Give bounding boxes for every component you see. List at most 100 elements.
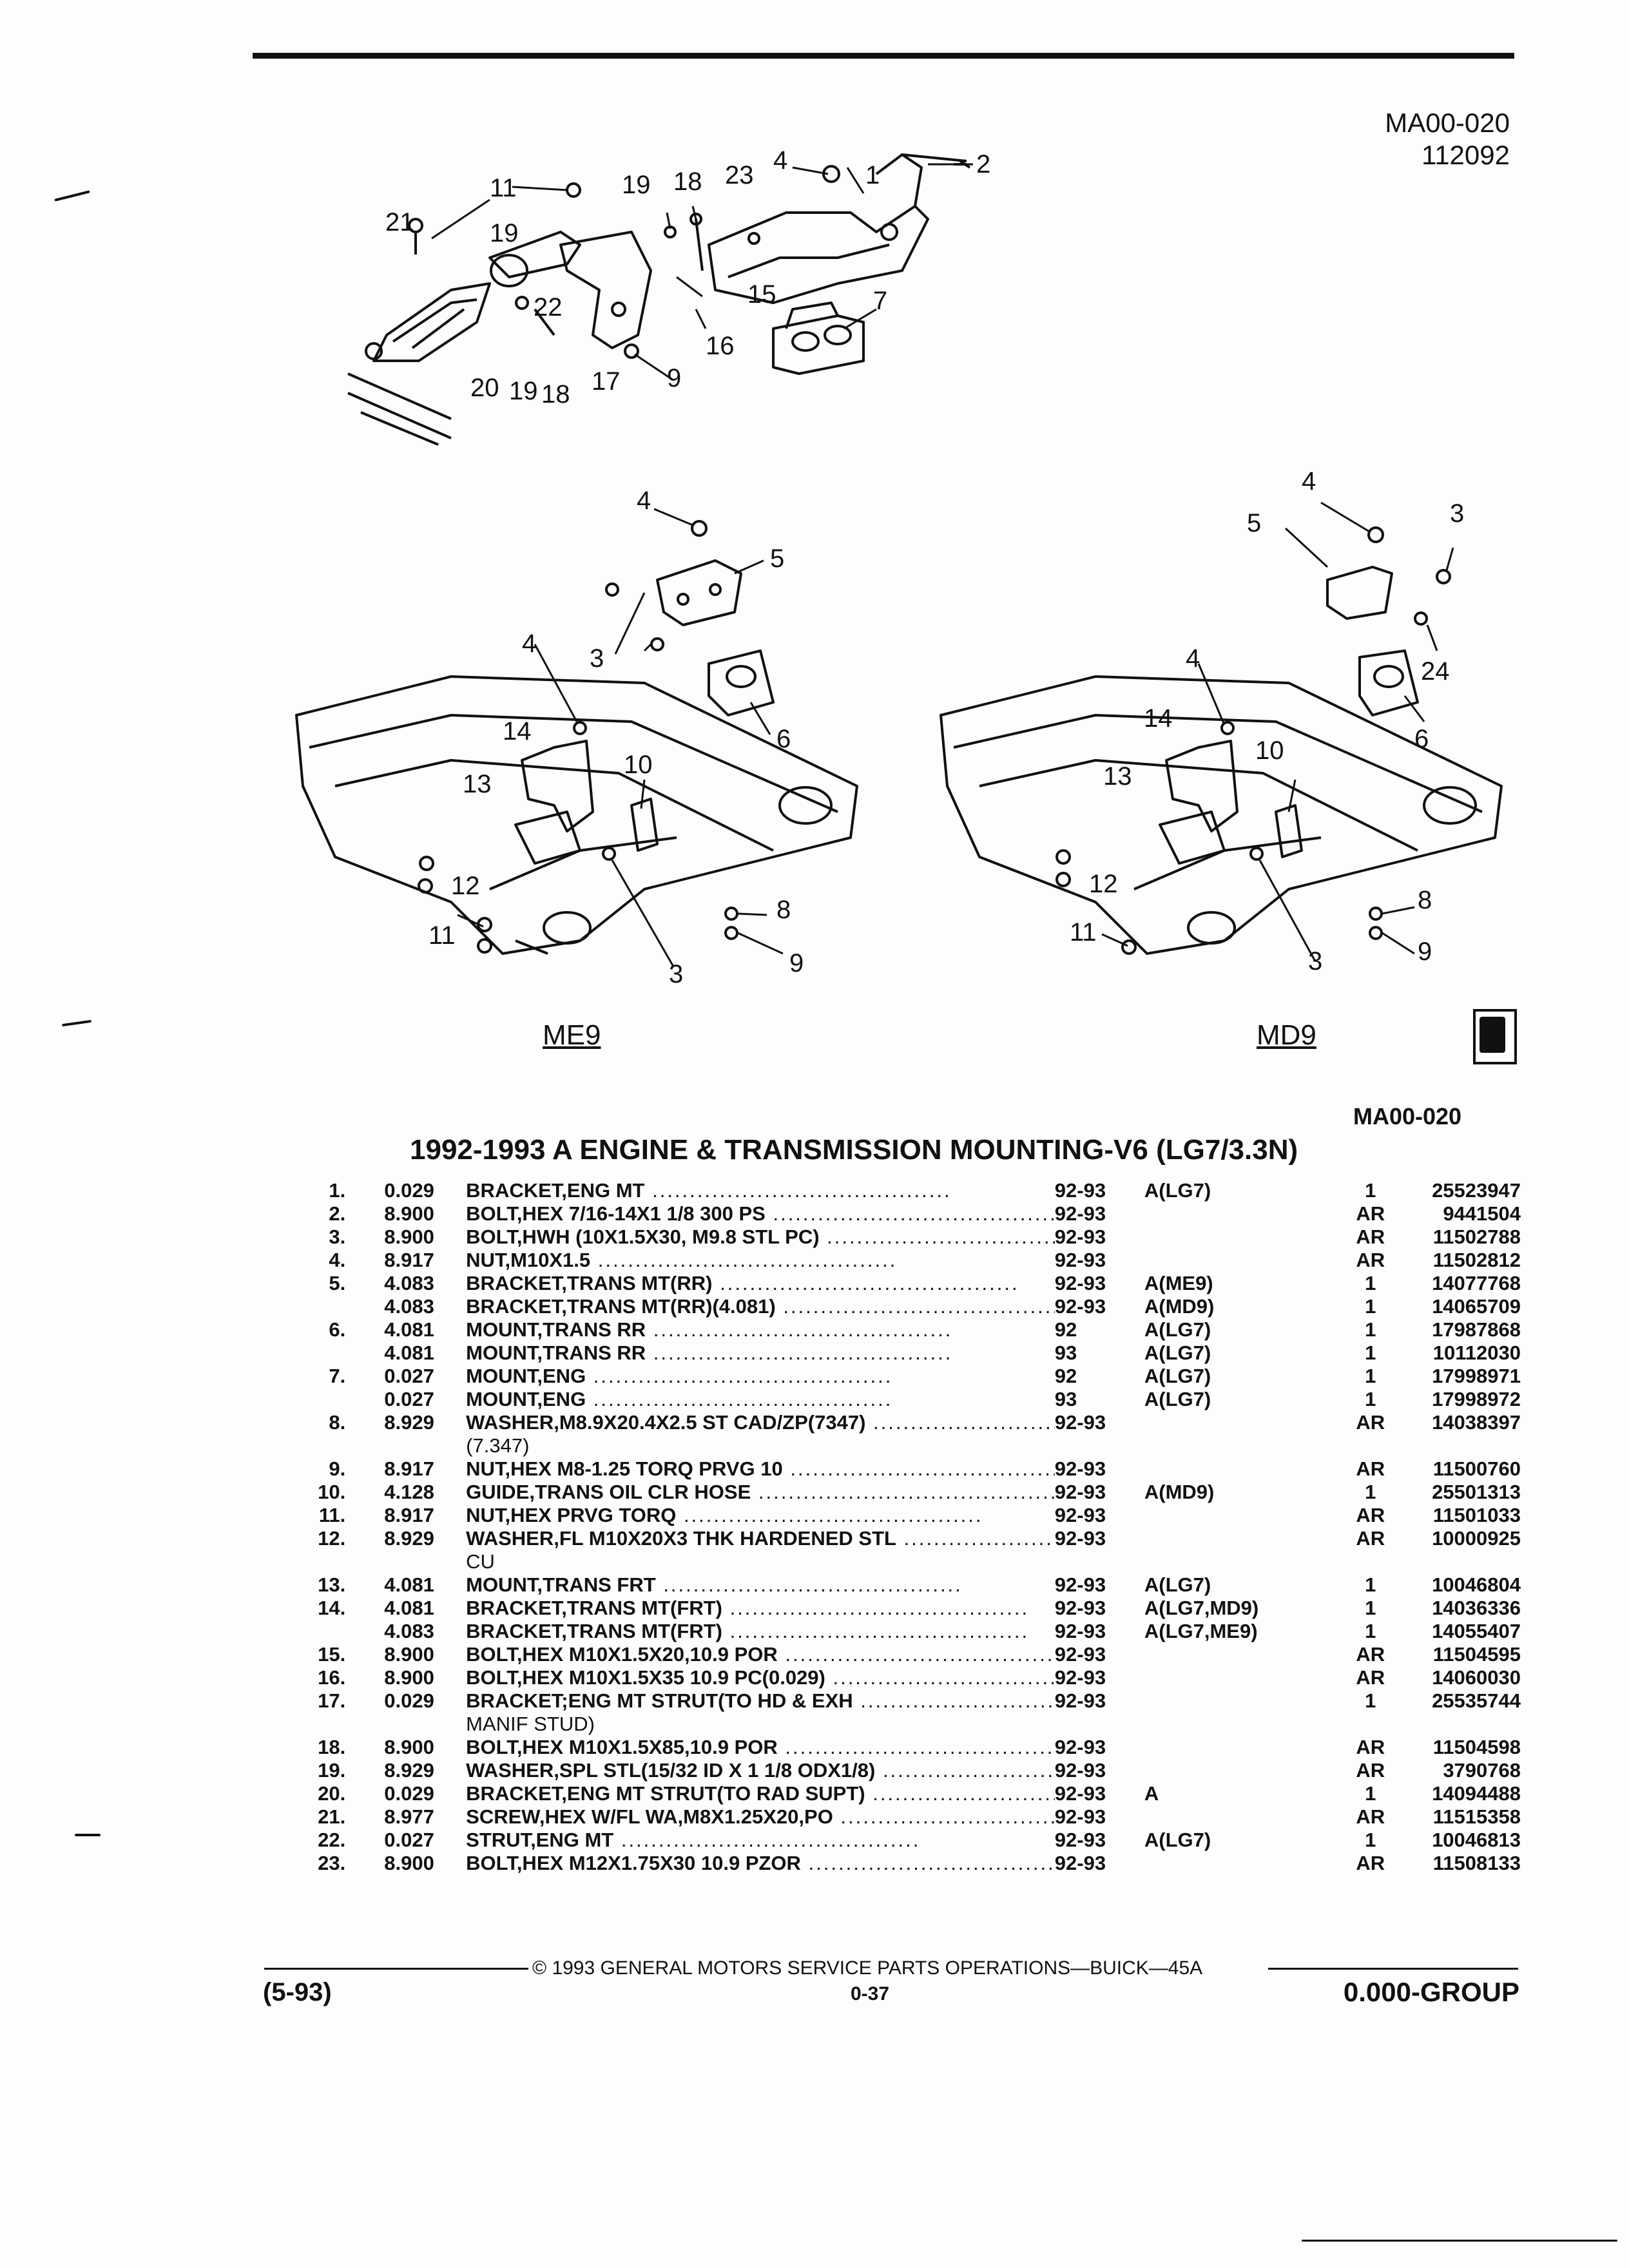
group-number: 8.900 — [384, 1202, 434, 1225]
gm-spo-logo — [1473, 1009, 1517, 1064]
part-number: 25501313 — [1432, 1481, 1521, 1503]
part-description: MOUNT,TRANS RR .........................… — [466, 1341, 1055, 1365]
group-number: 0.027 — [384, 1388, 434, 1410]
ref-number: 8. — [329, 1411, 346, 1434]
part-name: BRACKET — [466, 1782, 562, 1805]
quantity: 1 — [1365, 1318, 1376, 1341]
part-description: BRACKET,TRANS MT(FRT) ..................… — [466, 1597, 1055, 1620]
group-number: 8.929 — [384, 1527, 434, 1550]
part-name: NUT — [466, 1504, 505, 1526]
callout-3: 3 — [669, 960, 683, 988]
group-number: 0.029 — [384, 1689, 434, 1712]
leader-dots: ........................................ — [676, 1504, 983, 1526]
part-description: NUT,M10X1.5 ............................… — [466, 1249, 1055, 1272]
group-number: 4.083 — [384, 1620, 434, 1642]
part-number: 11501033 — [1432, 1504, 1521, 1526]
group-number: 8.900 — [384, 1225, 434, 1248]
part-number: 17998971 — [1432, 1365, 1521, 1387]
callout-4: 4 — [773, 146, 787, 175]
ref-number — [296, 1388, 358, 1411]
quantity: 1 — [1365, 1689, 1376, 1712]
part-description: BRACKET,ENG MT .........................… — [466, 1179, 1055, 1202]
part-spec: ,TRANS RR — [537, 1341, 646, 1364]
group-number: 8.900 — [384, 1666, 434, 1689]
ref-number: 15. — [318, 1643, 346, 1666]
ref-number — [296, 1620, 358, 1643]
part-description: BOLT,HEX M12X1.75X30 10.9 PZOR .........… — [466, 1852, 1055, 1875]
model-years: 92-93 — [1054, 1736, 1106, 1758]
margin-mark — [1302, 2240, 1617, 2242]
part-description: WASHER,SPL STL(15/32 ID X 1 1/8 ODX1/8) … — [466, 1759, 1055, 1782]
ref-number: 19. — [318, 1759, 346, 1782]
leader-dots: ........................................ — [722, 1597, 1030, 1619]
part-spec: ,TRANS MT(RR) — [561, 1272, 713, 1294]
ref-number — [296, 1341, 358, 1365]
part-name: BRACKET — [466, 1597, 562, 1619]
leader-dots: ........................................ — [790, 1457, 1054, 1480]
group-number: 4.081 — [384, 1318, 434, 1341]
group-number: 0.029 — [384, 1782, 434, 1805]
quantity: 1 — [1365, 1295, 1376, 1318]
part-spec: ,FL M10X20X3 THK HARDENED STL — [554, 1527, 896, 1550]
part-name: GUIDE — [466, 1481, 530, 1503]
leader-dots: ........................................ — [860, 1689, 1055, 1712]
part-spec: ,HEX W/FL WA,M8X1.25X20,PO — [539, 1805, 833, 1828]
leader-dots: ........................................ — [872, 1782, 1055, 1805]
quantity: AR — [1356, 1202, 1385, 1225]
group-number: 0.027 — [384, 1829, 434, 1851]
part-spec: ,HWH (10X1.5X30, M9.8 STL PC) — [516, 1225, 820, 1248]
part-number: 11502788 — [1432, 1225, 1521, 1248]
model-years: 92-93 — [1054, 1689, 1106, 1712]
quantity: 1 — [1365, 1597, 1376, 1619]
empty-cell — [296, 1713, 358, 1736]
model-years: 92-93 — [1054, 1504, 1106, 1526]
model-code: A(LG7) — [1144, 1179, 1211, 1202]
callout-5: 5 — [770, 544, 784, 573]
part-description: BRACKET,ENG MT STRUT(TO RAD SUPT) ......… — [466, 1782, 1055, 1805]
part-number: 9441504 — [1443, 1202, 1521, 1225]
part-description: BOLT,HEX M10X1.5X35 10.9 PC(0.029) .....… — [466, 1666, 1055, 1689]
part-number: 10112030 — [1432, 1341, 1521, 1364]
group-number: 4.083 — [384, 1295, 434, 1318]
part-name: MOUNT — [466, 1365, 537, 1387]
model-years: 92-93 — [1054, 1805, 1106, 1828]
model-code — [1144, 1759, 1351, 1782]
right-cradle-drawing — [940, 526, 1503, 955]
model-code — [1144, 1202, 1351, 1225]
model-code — [1144, 1736, 1351, 1759]
callout-labels: 21 11 19 19 18 23 4 1 2 22 15 7 16 9 17 … — [385, 146, 1464, 988]
model-code: A(LG7) — [1144, 1573, 1211, 1596]
part-name: BOLT — [466, 1852, 517, 1874]
leader-dots: ........................................ — [586, 1365, 893, 1387]
callout-22: 22 — [534, 293, 563, 322]
footer-group: 0.000-GROUP — [1343, 1977, 1519, 2007]
empty-cell — [1144, 1550, 1351, 1573]
callout-4: 4 — [522, 629, 536, 658]
part-name: BOLT — [466, 1736, 517, 1758]
leader-dots: ........................................ — [840, 1805, 1054, 1828]
parts-row-continuation: MANIF STUD) — [296, 1713, 1521, 1736]
leader-lines — [431, 163, 1454, 967]
section-title: 1992-1993 A ENGINE & TRANSMISSION MOUNTI… — [410, 1134, 1298, 1166]
part-spec: ,TRANS FRT — [537, 1573, 656, 1596]
part-description: MOUNT,TRANS RR .........................… — [466, 1318, 1055, 1341]
callout-9: 9 — [789, 949, 804, 977]
footer-rule-left — [264, 1968, 528, 1970]
ref-number: 9. — [329, 1457, 346, 1480]
figure-code: MA00-020 — [1353, 1103, 1462, 1129]
quantity: 1 — [1365, 1481, 1376, 1503]
model-years: 92-93 — [1054, 1481, 1106, 1503]
ref-number: 20. — [318, 1782, 346, 1805]
quantity: 1 — [1365, 1782, 1376, 1805]
leader-dots: ........................................ — [722, 1620, 1030, 1642]
part-description: WASHER,M8.9X20.4X2.5 ST CAD/ZP(7347) ...… — [466, 1411, 1055, 1434]
